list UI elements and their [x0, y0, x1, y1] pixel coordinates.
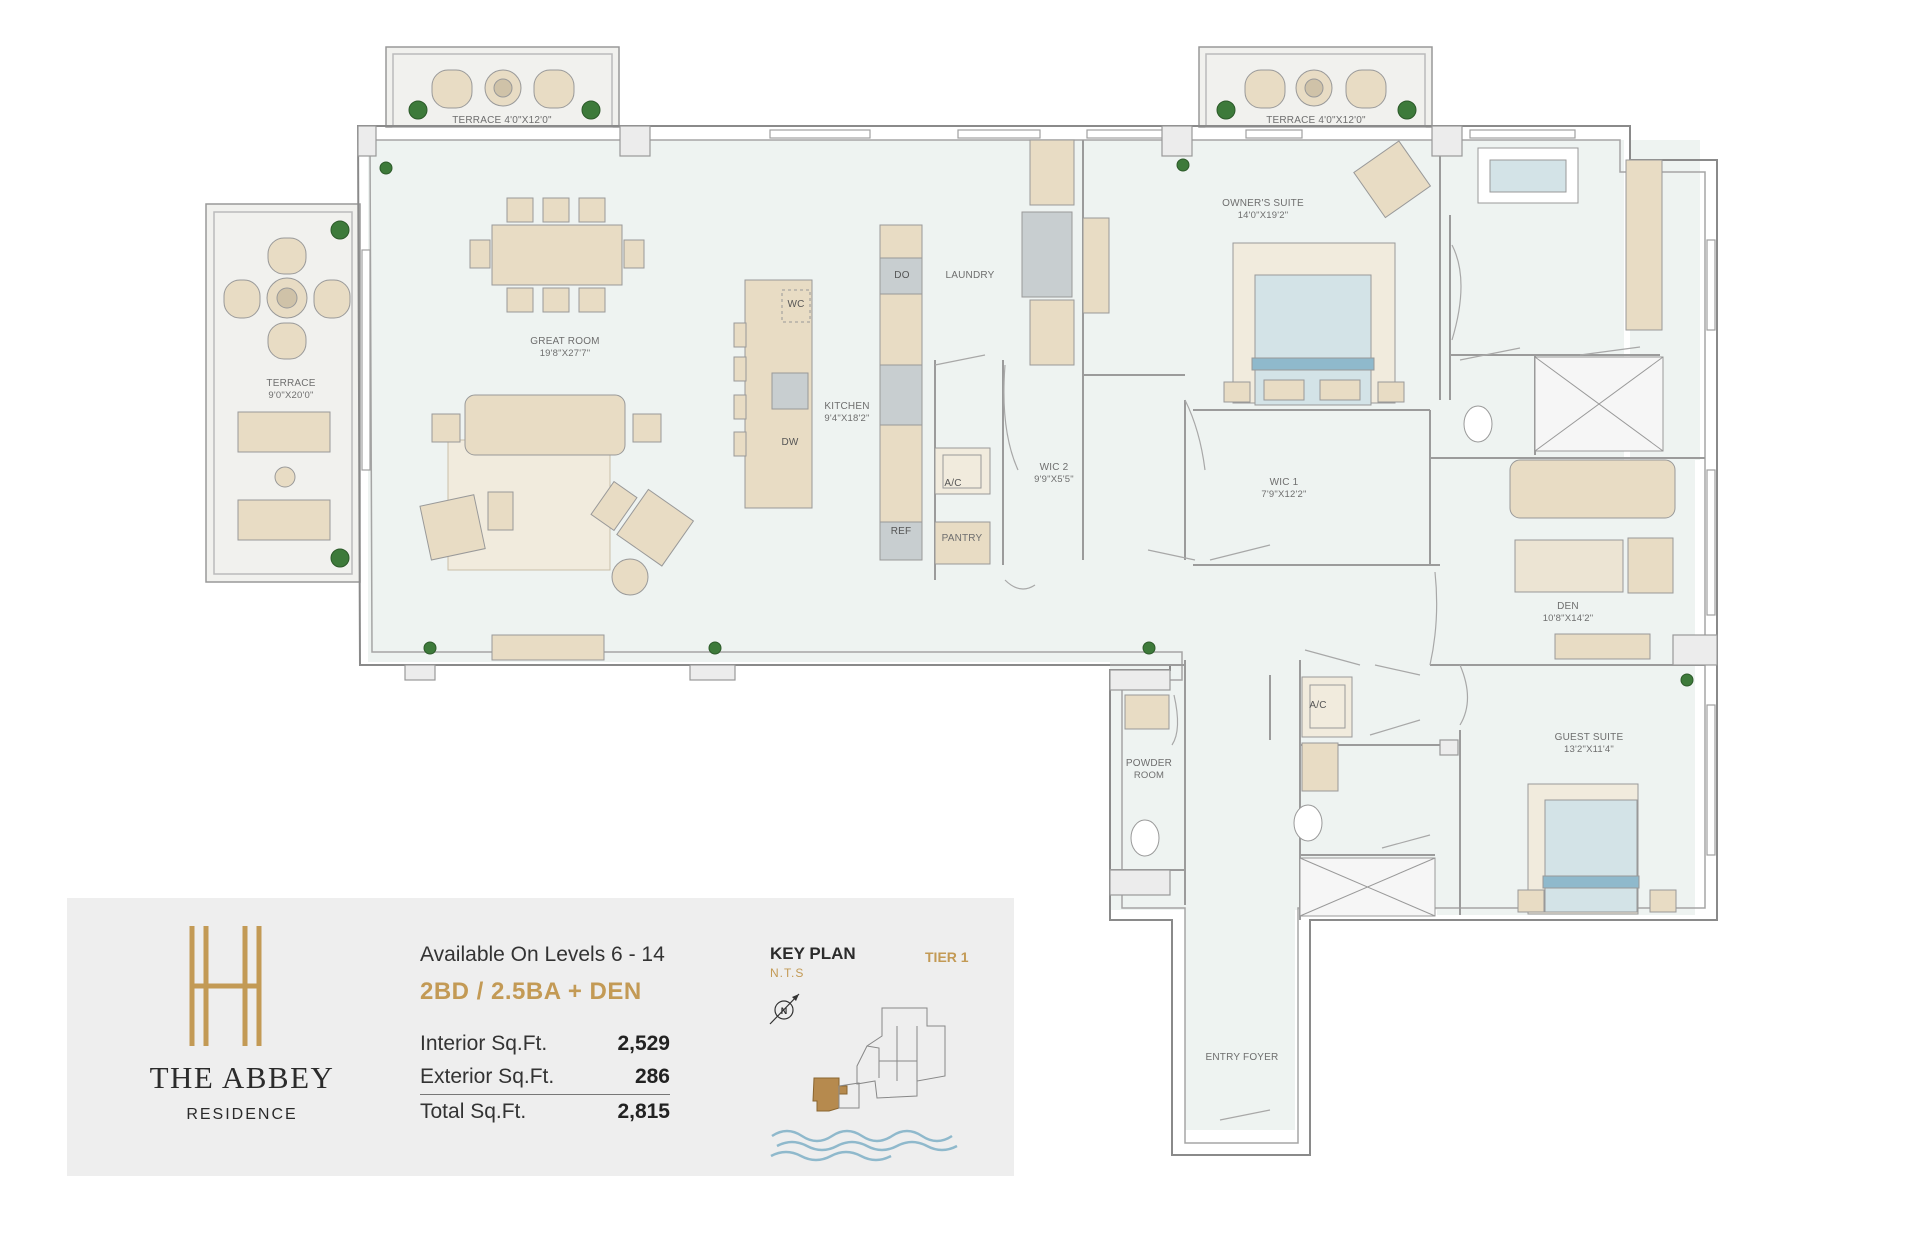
area-row-interior: Interior Sq.Ft. 2,529	[420, 1032, 670, 1056]
room-dims: 10'8"X14'2"	[1542, 613, 1594, 624]
room-label-laundry: LAUNDRY	[945, 270, 994, 282]
area-row-exterior: Exterior Sq.Ft. 286	[420, 1065, 670, 1089]
room-name: KITCHEN	[824, 401, 870, 412]
total-divider	[420, 1094, 670, 1095]
room-name: GUEST SUITE	[1554, 732, 1624, 743]
room-name: ENTRY FOYER	[1205, 1052, 1279, 1063]
room-dims: 9'9"X5'5"	[1034, 474, 1074, 485]
appliance-label-ref: REF	[890, 526, 912, 537]
room-name: TERRACE	[1266, 115, 1316, 126]
room-label-entry-foyer: ENTRY FOYER	[1206, 1052, 1279, 1064]
windows	[361, 129, 1716, 856]
area-label: Interior Sq.Ft.	[420, 1032, 548, 1055]
unit-info-panel: THE ABBEY RESIDENCE Available On Levels …	[67, 898, 1014, 1176]
appliance-label-ac-kitchen: A/C	[944, 478, 962, 489]
appliance-label-ac-hall: A/C	[1309, 700, 1327, 711]
availability-text: Available On Levels 6 - 14	[420, 943, 665, 966]
room-dims: 4'0"X12'0"	[504, 115, 552, 126]
key-plan-map: N	[769, 993, 958, 1162]
terrace-furniture	[223, 69, 1387, 541]
key-plan-tier: TIER 1	[925, 949, 969, 965]
great-room-furniture	[419, 197, 695, 661]
area-row-total: Total Sq.Ft. 2,815	[420, 1100, 670, 1124]
den-furniture	[1509, 459, 1676, 594]
room-name: PANTRY	[941, 533, 983, 544]
appliance-label-do: DO	[894, 270, 910, 281]
room-dims: 19'8"X27'7"	[539, 348, 591, 359]
area-label: Exterior Sq.Ft.	[420, 1065, 555, 1088]
room-dims: 7'9"X12'2"	[1261, 489, 1307, 500]
bath-fixtures	[1124, 147, 1664, 917]
appliance-label-wc: WC	[787, 299, 805, 310]
room-name: TERRACE	[266, 378, 316, 389]
area-value: 2,815	[617, 1100, 670, 1123]
room-name: OWNER'S SUITE	[1222, 198, 1304, 209]
door-swings	[934, 244, 1641, 1121]
room-label-terrace-top-right: TERRACE 4'0"X12'0"	[1266, 115, 1366, 127]
plant-icons	[330, 100, 1694, 687]
room-label-pantry: PANTRY	[942, 533, 983, 545]
room-dims: 13'2"X11'4"	[1564, 744, 1614, 755]
room-name-line2: ROOM	[1133, 770, 1165, 781]
unit-type: 2BD / 2.5BA + DEN	[420, 978, 642, 1005]
room-name: POWDER	[1125, 758, 1173, 769]
room-dims: 9'4"X18'2"	[824, 413, 870, 424]
kitchen-cabinetry	[733, 139, 1110, 565]
area-value: 286	[634, 1065, 670, 1088]
compass-icon: N	[769, 993, 800, 1025]
floor-fill	[368, 140, 1700, 1130]
room-name: WIC 2	[1039, 462, 1069, 473]
key-plan-title: KEY PLAN	[770, 944, 856, 963]
area-label: Total Sq.Ft.	[420, 1100, 527, 1123]
room-label-terrace-top-left: TERRACE 4'0"X12'0"	[452, 115, 552, 127]
brand-name: THE ABBEY	[149, 1060, 335, 1095]
room-dims: 4'0"X12'0"	[1318, 115, 1366, 126]
bedroom-furniture	[1223, 140, 1677, 915]
area-value: 2,529	[617, 1032, 670, 1055]
interior-walls	[934, 140, 1705, 920]
appliance-label-dw: DW	[781, 437, 799, 448]
room-name: WIC 1	[1269, 477, 1299, 488]
key-plan-scale-note: N.T.S	[770, 966, 805, 980]
room-dims: 14'0"X19'2"	[1237, 210, 1289, 221]
room-name: DEN	[1557, 601, 1579, 612]
abbey-logo-icon	[189, 926, 262, 1046]
room-dims: 9'0"X20'0"	[268, 390, 314, 401]
room-name: GREAT ROOM	[530, 336, 600, 347]
brand-subtitle: RESIDENCE	[186, 1106, 298, 1123]
compass-letter: N	[781, 1006, 788, 1016]
room-name: TERRACE	[452, 115, 502, 126]
room-name: LAUNDRY	[945, 270, 995, 281]
